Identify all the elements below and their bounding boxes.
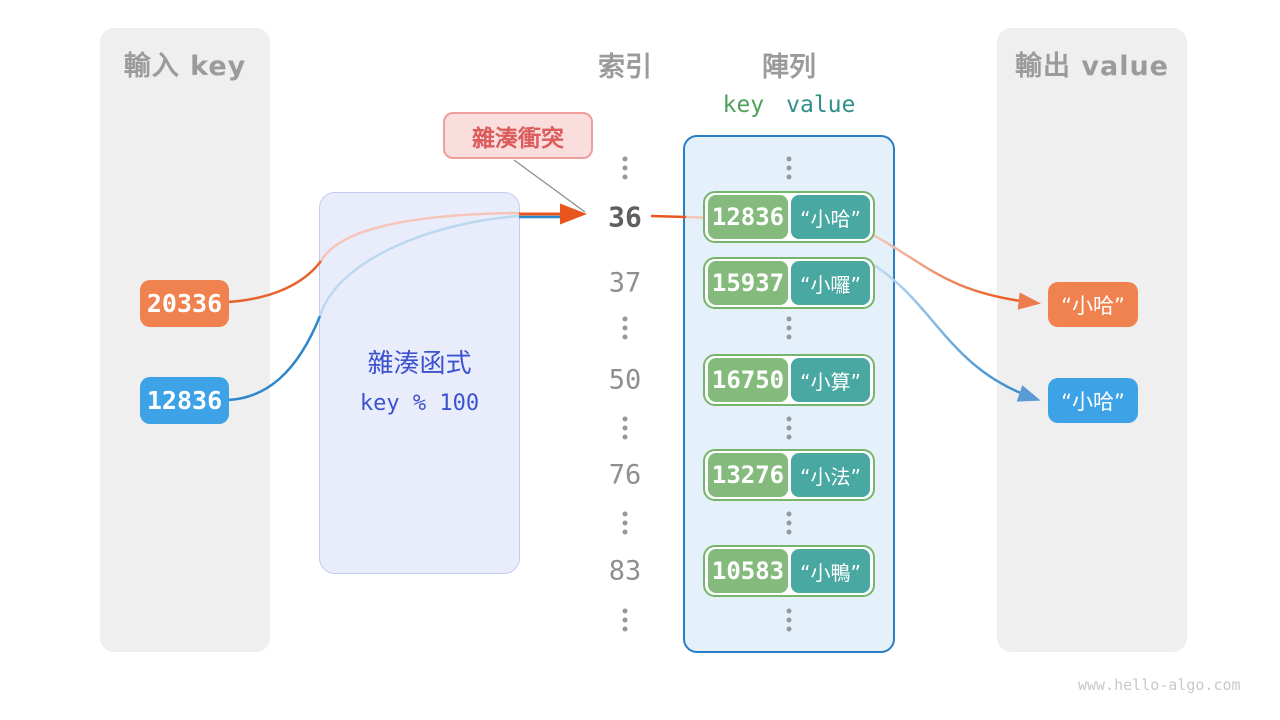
index-ellipsis [622, 511, 628, 535]
ellipsis-dot [622, 416, 628, 422]
output-value-blue: “小哈” [1048, 378, 1138, 423]
index-ellipsis [622, 156, 628, 180]
hash-function-title: 雜湊函式 [367, 349, 472, 379]
ellipsis-dot [622, 529, 628, 535]
index-cell-50: 50 [608, 364, 642, 396]
hash-function-formula: key % 100 [359, 391, 480, 416]
ellipsis-dot [622, 156, 628, 162]
ellipsis-dot [622, 165, 628, 171]
input-key-panel: 輸入 key [100, 28, 270, 652]
ellipsis-dot [622, 434, 628, 440]
index-ellipsis [622, 316, 628, 340]
index-cell-83: 83 [608, 555, 642, 587]
ellipsis-dot [622, 425, 628, 431]
output-panel-title: 輸出 value [1014, 51, 1169, 82]
array-column-title: 陣列 [762, 52, 816, 83]
input-key-12836: 12836 [140, 377, 229, 424]
ellipsis-dot [622, 325, 628, 331]
ellipsis-dot [622, 174, 628, 180]
output-value-orange: “小哈” [1048, 282, 1138, 327]
index-column-title: 索引 [598, 52, 652, 83]
ellipsis-dot [622, 617, 628, 623]
key-header-label: key [722, 92, 765, 118]
array-container [683, 135, 895, 653]
array-kv-header: key value [683, 92, 895, 118]
index-cell-36: 36 [608, 200, 642, 234]
index-column: 36 37 50 76 83 [575, 0, 675, 720]
index-cell-37: 37 [608, 267, 642, 299]
input-panel-title: 輸入 key [123, 51, 247, 82]
ellipsis-dot [622, 608, 628, 614]
index-ellipsis [622, 416, 628, 440]
ellipsis-dot [622, 511, 628, 517]
collision-pointer-line [513, 159, 586, 213]
index-cell-76: 76 [608, 459, 642, 491]
ellipsis-dot [622, 334, 628, 340]
ellipsis-dot [622, 520, 628, 526]
hash-function-box: 雜湊函式 key % 100 [319, 192, 520, 574]
arrow-index-to-entry-solid [650, 214, 687, 219]
output-value-panel: 輸出 value [997, 28, 1187, 652]
index-ellipsis [622, 608, 628, 632]
input-key-20336: 20336 [140, 280, 229, 327]
hash-collision-label: 雜湊衝突 [443, 112, 593, 159]
ellipsis-dot [622, 316, 628, 322]
watermark-url: www.hello-algo.com [1078, 676, 1241, 694]
value-header-label: value [786, 92, 856, 118]
ellipsis-dot [622, 626, 628, 632]
